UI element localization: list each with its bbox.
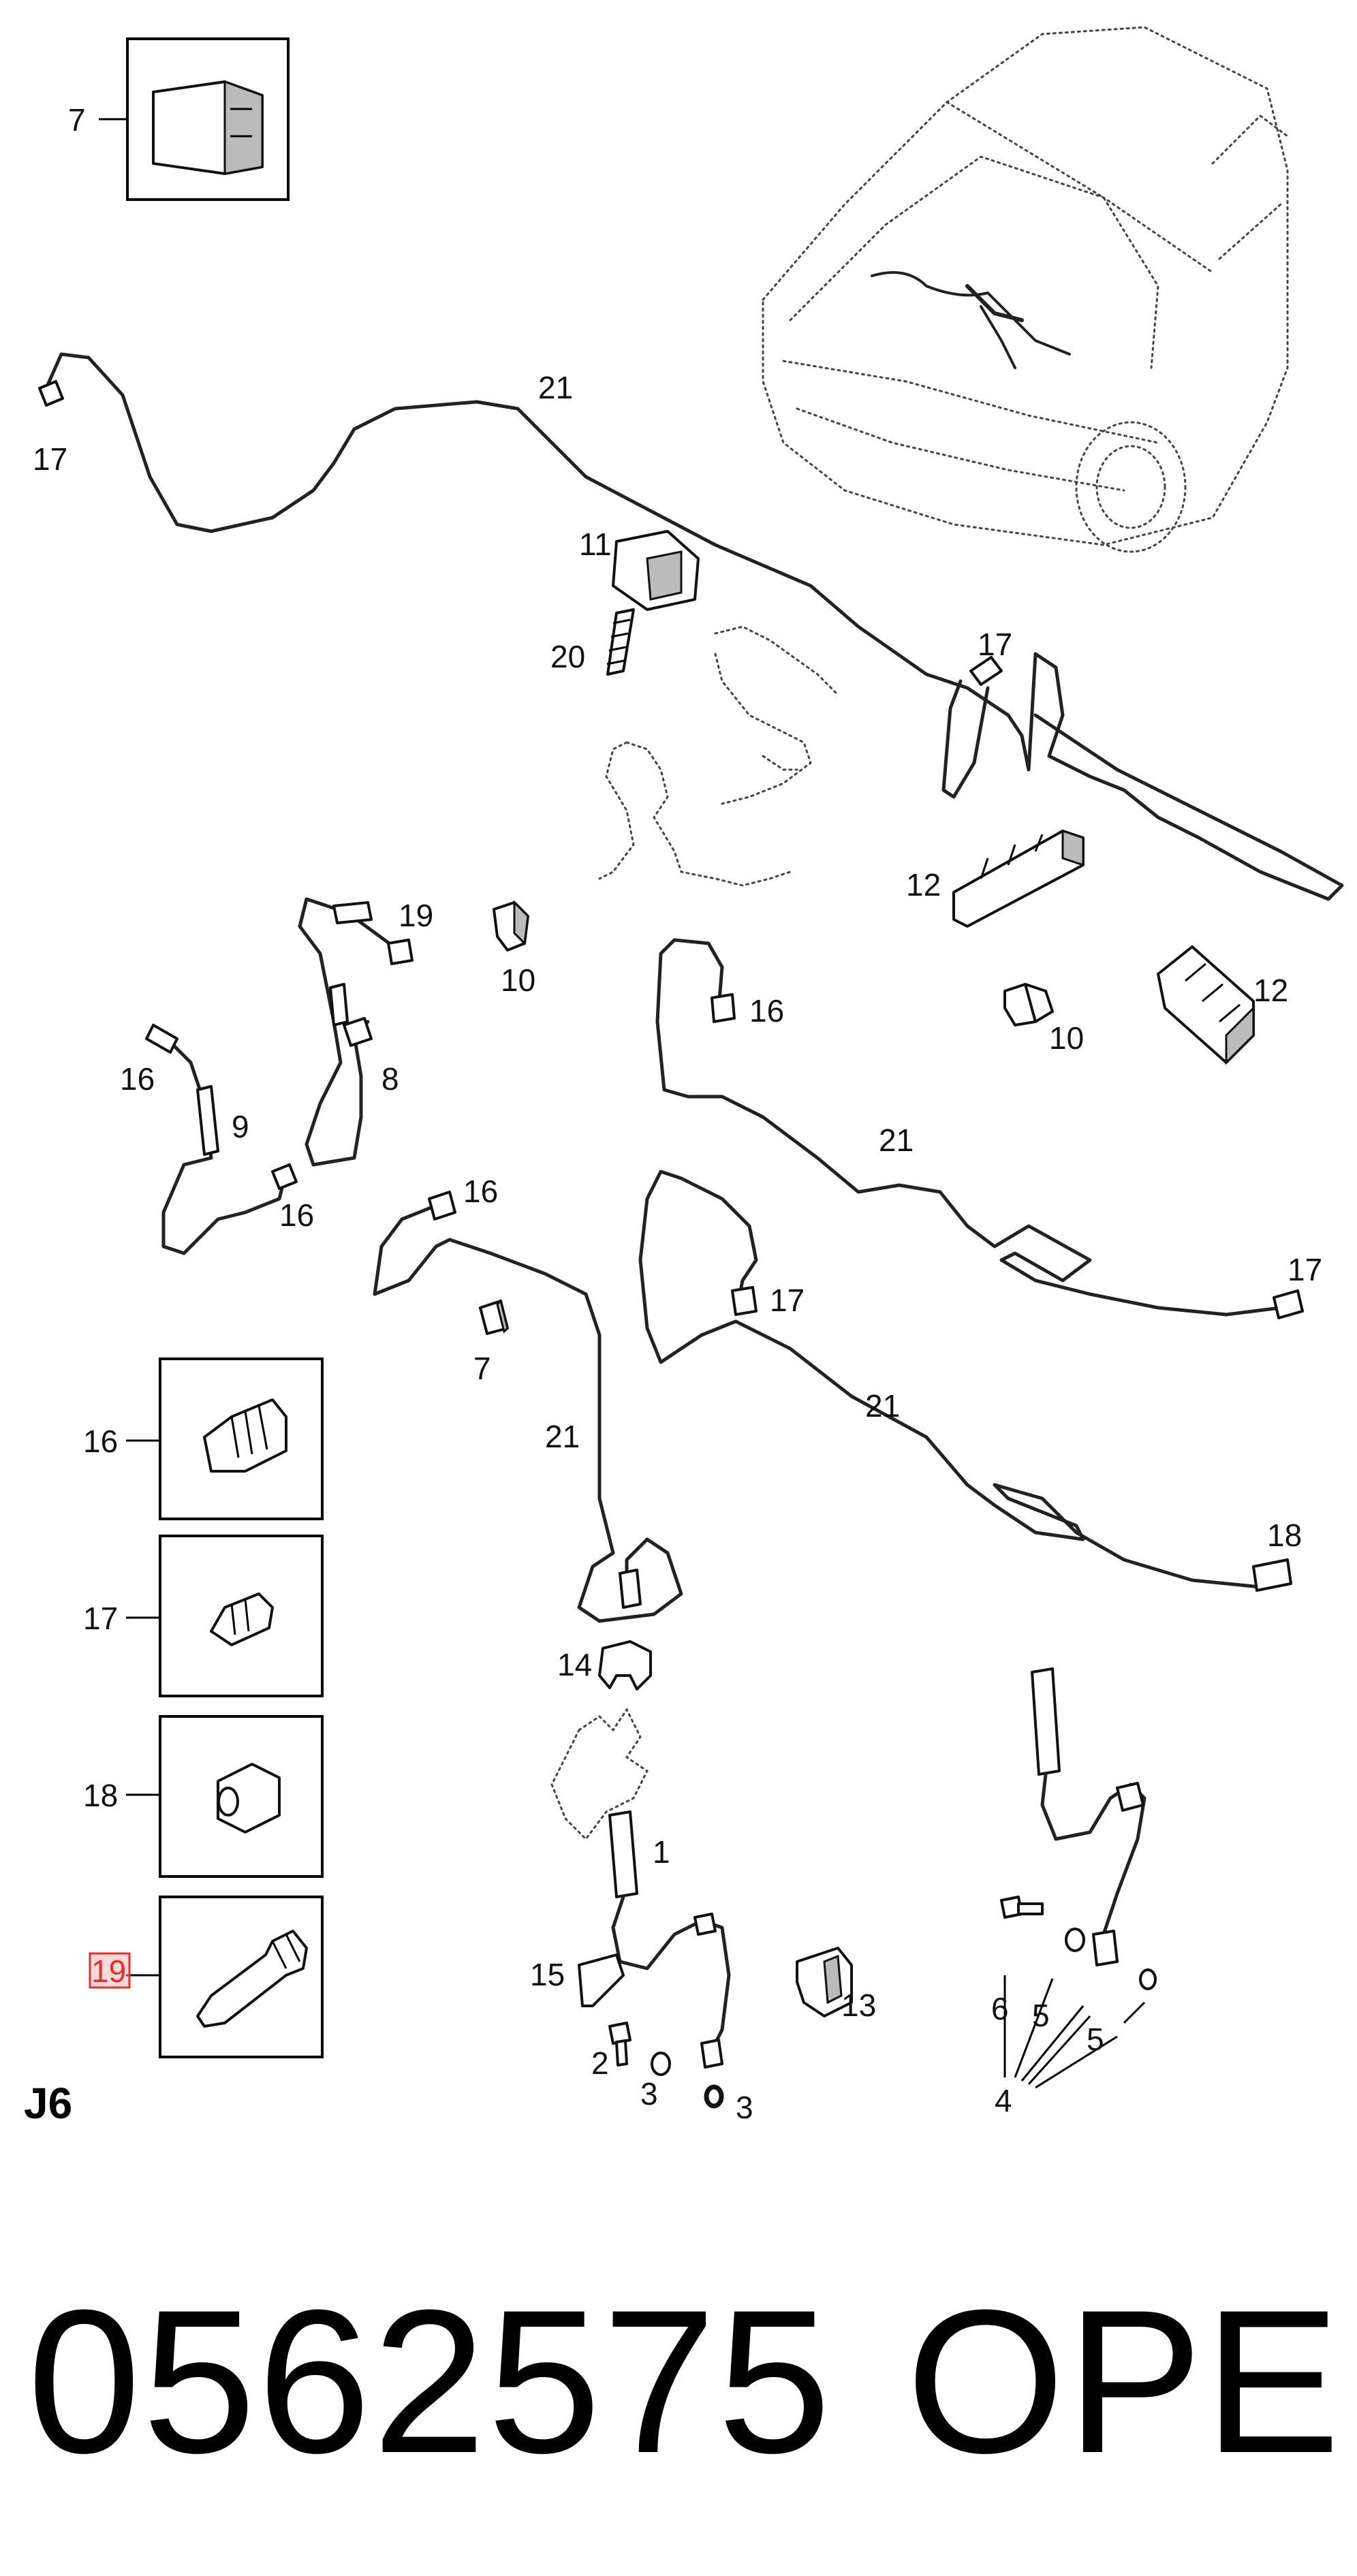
inset-box-part-17[interactable] <box>159 1535 324 1697</box>
callout-1: 1 <box>653 1834 670 1870</box>
callout-2: 2 <box>591 2045 609 2081</box>
callout-5-a: 5 <box>1032 1998 1050 2033</box>
callout-19-pipe: 19 <box>399 898 433 933</box>
callout-20: 20 <box>550 639 585 674</box>
box-callout-16: 16 <box>83 1424 118 1459</box>
clip-part-12-lower[interactable] <box>1157 945 1255 1065</box>
callout-17-top: 17 <box>33 441 67 477</box>
clip-part-12-upper[interactable] <box>952 829 1085 928</box>
inset-box-part-18[interactable] <box>159 1715 324 1878</box>
ghost-bracket <box>550 1708 649 1841</box>
clip-part-13[interactable] <box>796 1947 853 2017</box>
brake-pipe-9[interactable] <box>145 1024 298 1255</box>
bushing-part-7[interactable] <box>479 1299 509 1335</box>
callout-12-upper: 12 <box>906 867 941 902</box>
callout-3-a: 3 <box>640 2076 658 2111</box>
brake-hose-1[interactable] <box>608 1810 731 2069</box>
washer-part-3-a[interactable] <box>651 2052 671 2076</box>
brake-pipe-8[interactable] <box>298 897 414 1167</box>
callout-6: 6 <box>991 1991 1009 2026</box>
callout-12-lower: 12 <box>1253 973 1288 1008</box>
callout-16-low: 16 <box>279 1197 314 1233</box>
callout-15: 15 <box>530 1957 565 1992</box>
washer-part-5-b[interactable] <box>1139 1968 1157 1990</box>
callout-5-b: 5 <box>1087 2022 1104 2057</box>
clip-part-14[interactable] <box>598 1640 652 1691</box>
brake-pipe-21-upper[interactable] <box>38 352 1344 901</box>
section-code: J6 <box>24 2079 72 2128</box>
clip-part-15[interactable] <box>578 1953 625 2007</box>
washer-part-5-a[interactable] <box>1065 1928 1085 1952</box>
brake-pipe-21-middle[interactable] <box>655 938 1304 1319</box>
callout-21-mid: 21 <box>879 1122 914 1158</box>
callout-17-right: 17 <box>1288 1252 1322 1287</box>
callout-13: 13 <box>841 1988 876 2023</box>
brake-hose-right[interactable] <box>1031 1667 1147 1966</box>
box-callout-17: 17 <box>83 1601 118 1636</box>
callout-14: 14 <box>557 1647 592 1682</box>
callout-21-lower: 21 <box>865 1388 900 1424</box>
inset-box-part-7[interactable] <box>126 37 290 201</box>
callout-8: 8 <box>381 1061 399 1097</box>
callout-10-left: 10 <box>501 962 535 998</box>
ghost-pipes-center <box>598 625 839 887</box>
callout-16-center: 16 <box>463 1174 498 1209</box>
inset-box-part-16[interactable] <box>159 1357 324 1520</box>
brake-pipe-21-center[interactable] <box>373 1191 683 1623</box>
fitting-17-mid[interactable] <box>941 656 1003 799</box>
callout-7-small: 7 <box>473 1351 491 1386</box>
vehicle-outline <box>762 26 1289 553</box>
callout-18-pipe: 18 <box>1267 1518 1302 1553</box>
brake-pipe-21-lower[interactable] <box>638 1169 1292 1592</box>
washer-part-3-b[interactable] <box>704 2084 724 2109</box>
inset-box-part-19[interactable] <box>159 1896 324 2058</box>
clip-part-11[interactable] <box>612 530 700 611</box>
callout-17-center: 17 <box>770 1283 805 1318</box>
callout-16-left: 16 <box>120 1061 155 1097</box>
callout-17-mid: 17 <box>978 627 1012 662</box>
box-callout-19: 19 <box>91 1953 126 1989</box>
callout-16-mid: 16 <box>749 993 784 1028</box>
bolt-part-2[interactable] <box>608 2022 631 2067</box>
callout-9: 9 <box>232 1109 249 1144</box>
clip-part-10-left[interactable] <box>493 900 529 952</box>
bolt-part-20[interactable] <box>606 608 635 676</box>
callout-21-center: 21 <box>545 1419 580 1454</box>
brand-name: OPEL <box>906 2267 1357 2496</box>
callout-21-top: 21 <box>538 370 573 405</box>
bolt-part-6[interactable] <box>1000 1896 1044 1919</box>
clip-part-10-right[interactable] <box>1003 983 1054 1026</box>
callout-10-right: 10 <box>1049 1020 1084 1056</box>
callout-11: 11 <box>579 527 612 562</box>
callout-3-b: 3 <box>736 2090 753 2125</box>
callout-7-box: 7 <box>68 102 86 138</box>
box-callout-18: 18 <box>83 1778 118 1813</box>
part-number: 0562575 <box>27 2267 832 2496</box>
highlighted-callout-19[interactable] <box>89 1952 131 1989</box>
callout-4: 4 <box>995 2083 1012 2118</box>
